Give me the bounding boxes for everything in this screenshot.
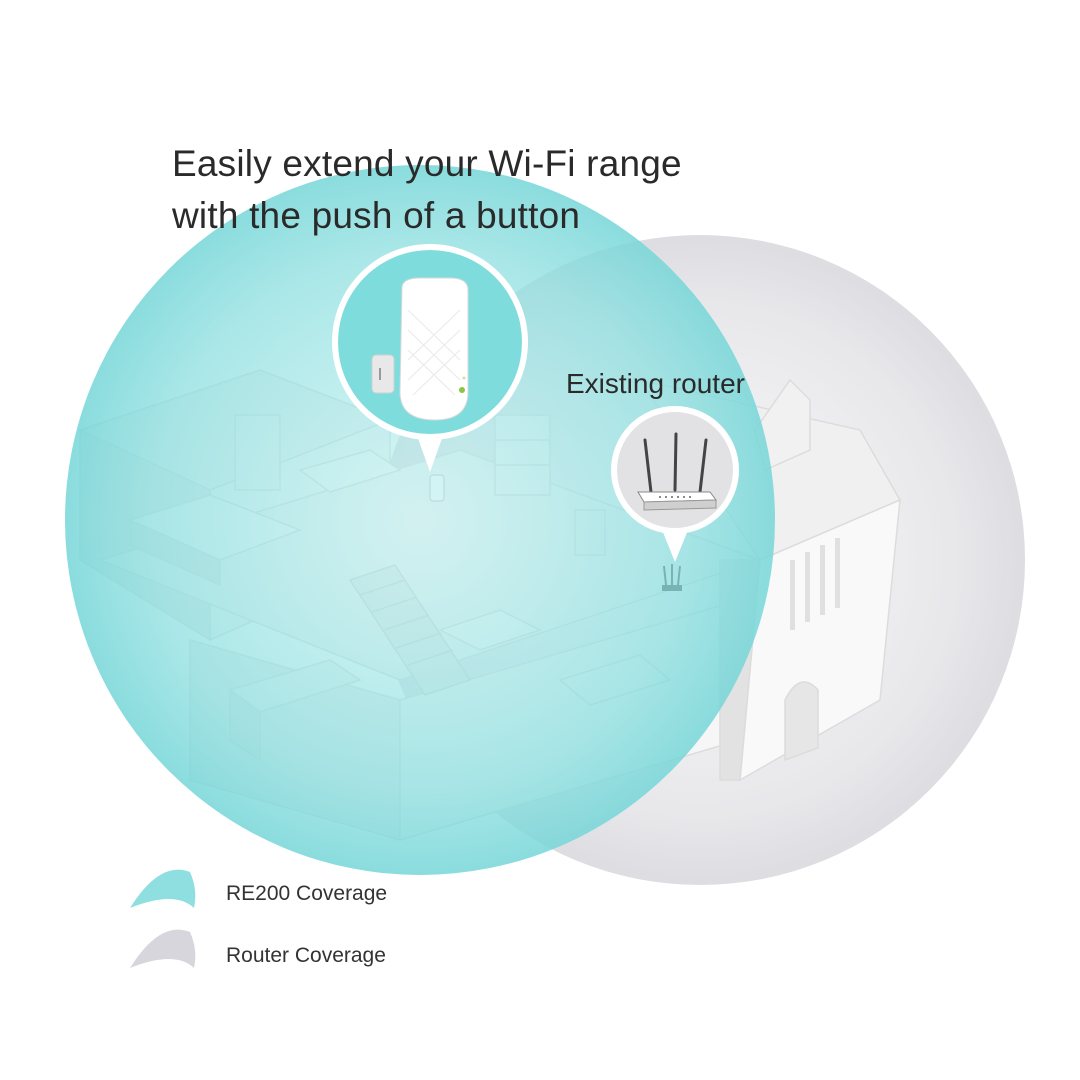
extender-callout	[332, 244, 528, 472]
headline: Easily extend your Wi-Fi range with the …	[172, 138, 812, 242]
router-callout	[611, 406, 739, 562]
re200-coverage-swatch	[130, 869, 196, 908]
extender-device	[371, 277, 469, 421]
existing-router-label: Existing router	[566, 368, 745, 399]
headline-line-1: Easily extend your Wi-Fi range	[172, 143, 682, 184]
legend-label-router: Router Coverage	[226, 944, 386, 967]
re200-coverage-area	[65, 165, 775, 875]
router-icon	[637, 432, 717, 511]
legend-label-re200: RE200 Coverage	[226, 882, 388, 905]
router-coverage-swatch	[130, 929, 196, 968]
headline-line-2: with the push of a button	[172, 195, 581, 236]
